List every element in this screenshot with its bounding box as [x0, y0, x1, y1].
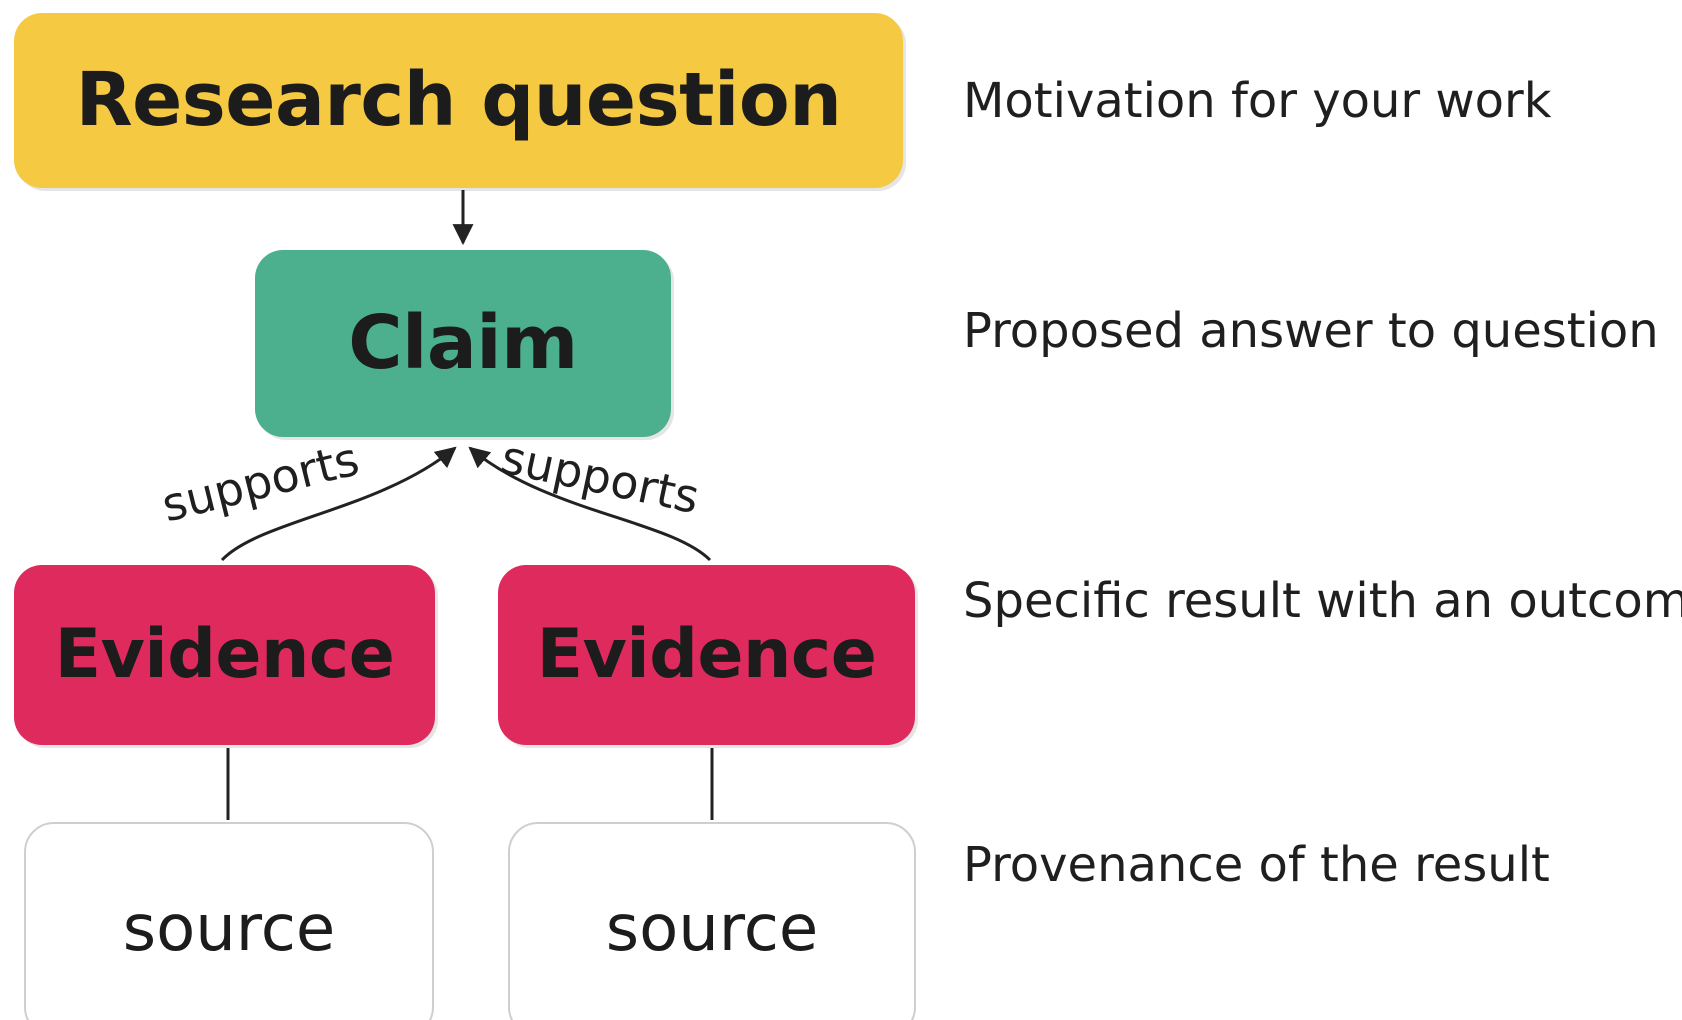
edge-label-supports-right: supports	[496, 429, 705, 525]
node-claim[interactable]: Claim	[255, 250, 671, 437]
annotation-evidence: Specific result with an outcome	[963, 573, 1682, 629]
node-source-2[interactable]: source	[508, 822, 916, 1020]
node-source-1[interactable]: source	[24, 822, 434, 1020]
node-evidence-2-label: Evidence	[536, 615, 877, 695]
annotation-source: Provenance of the result	[963, 837, 1550, 893]
annotation-claim: Proposed answer to question	[963, 303, 1659, 359]
node-research-question[interactable]: Research question	[14, 13, 903, 188]
node-research-question-label: Research question	[75, 56, 842, 143]
node-claim-label: Claim	[348, 299, 578, 386]
node-source-2-label: source	[605, 891, 819, 966]
node-source-1-label: source	[122, 891, 336, 966]
edge-label-supports-left: supports	[156, 431, 365, 533]
annotation-research-question: Motivation for your work	[963, 73, 1552, 129]
node-evidence-1-label: Evidence	[54, 615, 395, 695]
node-evidence-1[interactable]: Evidence	[14, 565, 435, 745]
node-evidence-2[interactable]: Evidence	[498, 565, 915, 745]
